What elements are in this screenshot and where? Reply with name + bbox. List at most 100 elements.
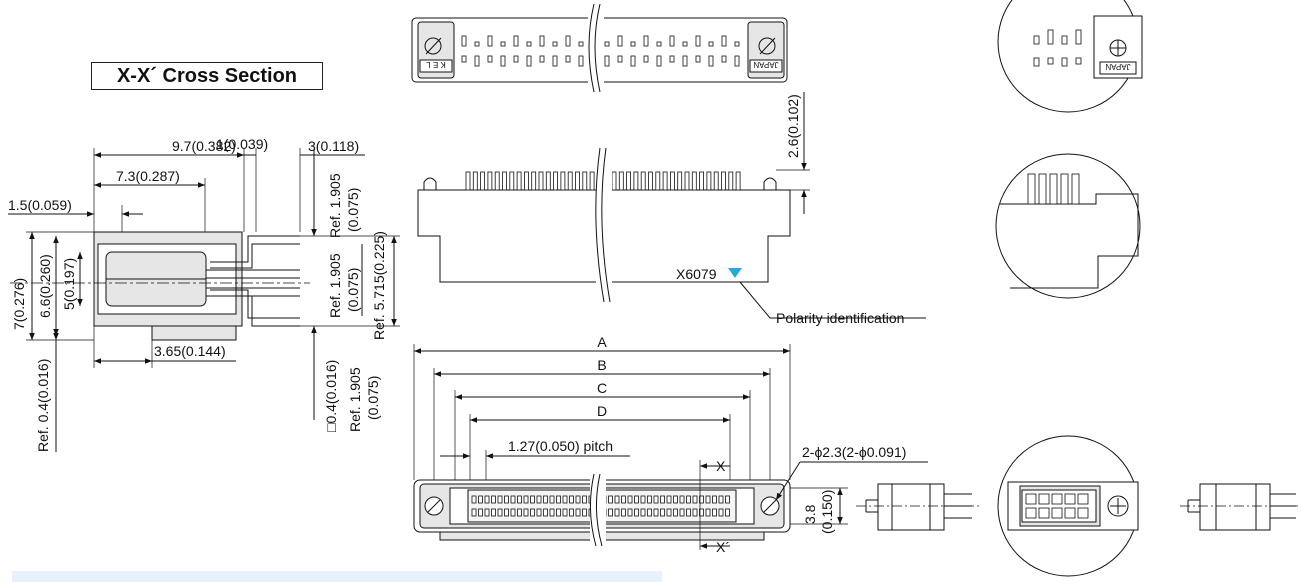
contact-pin (582, 508, 587, 517)
contact-pin (487, 55, 493, 63)
dim-3: 3(0.118) (308, 138, 359, 154)
contact-pin (494, 171, 500, 191)
contact-pin (734, 41, 740, 47)
contact-pin (504, 495, 509, 504)
contact-pin (611, 171, 617, 191)
contact-pin (721, 35, 727, 47)
contact-pin (530, 508, 535, 517)
contact-pin (682, 41, 688, 47)
contact-pin (549, 495, 555, 504)
contact-pin (695, 35, 701, 47)
contact-pin (487, 35, 493, 47)
contact-pin (614, 495, 620, 504)
contact-pin (633, 171, 639, 191)
contact-pin (682, 55, 688, 67)
contact-pin (673, 495, 678, 504)
contact-pin (627, 495, 633, 504)
contact-pin (721, 55, 727, 63)
cross-section-view: 9.7(0.382) 1(0.039) 3(0.118) 7.3(0.287) … (8, 136, 400, 452)
contact-pin (656, 41, 662, 47)
contact-pin (465, 171, 471, 191)
contact-pin (549, 508, 555, 517)
contact-pin (653, 508, 659, 517)
contact-pin (575, 508, 581, 517)
contact-pin (712, 495, 717, 504)
contact-pin (1051, 493, 1063, 505)
contact-pin (604, 41, 610, 47)
contact-pin (1064, 493, 1076, 505)
contact-pin (718, 508, 724, 517)
contact-pin (617, 35, 623, 47)
contact-pin (679, 508, 685, 517)
dim-3-8-inch: (0.150) (819, 490, 835, 534)
contact-pin (569, 495, 574, 504)
contact-pin (630, 55, 636, 67)
contact-pin (513, 35, 519, 47)
contact-pin (679, 495, 685, 504)
contact-pin (497, 495, 503, 504)
japan-mark-top: JAPAN (753, 60, 778, 69)
contact-pin (692, 495, 698, 504)
contact-pin (524, 171, 529, 191)
contact-pin (686, 495, 691, 504)
contact-pin (474, 55, 480, 67)
contact-pin (621, 508, 626, 517)
contact-pin (1077, 507, 1089, 519)
contact-pin (692, 508, 698, 517)
contact-pin (640, 171, 646, 191)
contact-pin (1025, 493, 1037, 505)
top-view: K E L JAPAN (411, 3, 788, 93)
contact-pin (538, 171, 544, 191)
contact-pin (569, 508, 574, 517)
contact-pin (1075, 57, 1082, 65)
contact-pin (589, 171, 595, 191)
contact-pin (684, 171, 690, 191)
contact-pin (660, 508, 665, 517)
contact-pin (474, 41, 480, 47)
contact-pin (735, 171, 741, 191)
contact-pin (725, 495, 730, 504)
contact-pin (734, 55, 740, 67)
contact-pin (553, 171, 558, 191)
contact-pin (627, 508, 633, 517)
contact-pin (1061, 35, 1068, 45)
contact-pin (565, 55, 571, 63)
contact-pin (699, 495, 704, 504)
pitch-label: 1.27(0.050) pitch (508, 438, 613, 454)
dim-ref-1905-b-1: Ref. 1.905 (327, 253, 343, 318)
contact-pin (536, 495, 542, 504)
contact-pin (552, 55, 558, 67)
contact-pin (666, 508, 672, 517)
dim-d: D (597, 403, 607, 419)
contact-pin (1038, 493, 1050, 505)
contact-pin (653, 495, 659, 504)
contact-pin (662, 171, 668, 191)
contact-pin (643, 55, 649, 63)
dim-ref-5-715: Ref. 5.715(0.225) (371, 231, 387, 340)
contact-pin (655, 171, 661, 191)
contact-pin (523, 508, 529, 517)
contact-pin (552, 41, 558, 47)
contact-pin (1027, 173, 1036, 205)
contact-pin (484, 495, 490, 504)
dim-ref-1905-c-1: Ref. 1.905 (347, 367, 363, 432)
detail-circle-bottom (997, 435, 1139, 577)
contact-pin (461, 55, 467, 63)
contact-pin (504, 508, 509, 517)
part-number: X6079 (676, 266, 717, 282)
contact-pin (614, 508, 620, 517)
contact-pin (582, 495, 587, 504)
contact-pin (1071, 173, 1080, 205)
contact-pin (708, 41, 714, 47)
contact-pin (1075, 29, 1082, 45)
contact-pin (706, 171, 712, 191)
contact-pin (536, 508, 542, 517)
polarity-label: Polarity identification (776, 310, 904, 326)
hole-dimension: 2-ϕ2.3(2-ϕ0.091) (802, 444, 906, 460)
contact-pin (648, 171, 653, 191)
contact-pin (526, 55, 532, 67)
contact-pin (656, 55, 662, 67)
dim-ref-0-4: Ref. 0.4(0.016) (35, 359, 51, 452)
contact-pin (526, 41, 532, 47)
